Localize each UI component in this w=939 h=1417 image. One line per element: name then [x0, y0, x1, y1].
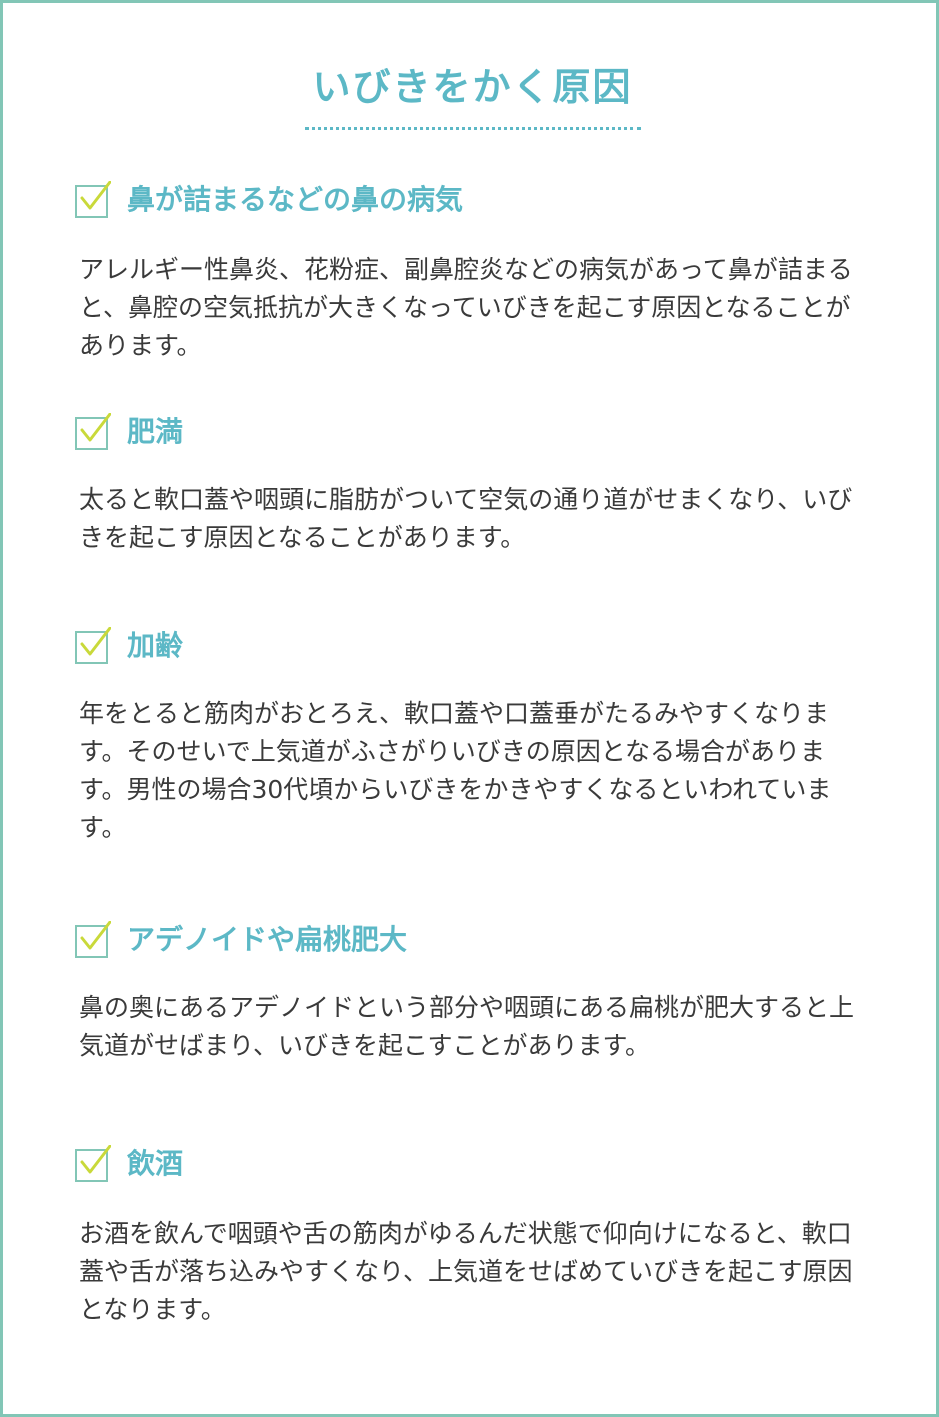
section-drinking: 飲酒 お酒を飲んで咽頭や舌の筋肉がゆるんだ状態で仰向けになると、軟口蓋や舌が落ち…: [75, 1145, 875, 1324]
checkbox-icon: [75, 181, 111, 218]
section-heading-row: 肥満: [75, 413, 875, 453]
section-nasal-disease: 鼻が詰まるなどの鼻の病気 アレルギー性鼻炎、花粉症、副鼻腔炎などの病気があって鼻…: [75, 181, 875, 360]
section-heading-row: 飲酒: [75, 1145, 875, 1185]
section-adenoid-tonsil: アデノイドや扁桃肥大 鼻の奥にあるアデノイドという部分や咽頭にある扁桃が肥大する…: [75, 921, 875, 1060]
page-title: いびきをかく原因: [312, 65, 633, 109]
section-body: 太ると軟口蓋や咽頭に脂肪がついて空気の通り道がせまくなり、いびきを起こす原因とな…: [79, 485, 853, 552]
section-obesity: 肥満 太ると軟口蓋や咽頭に脂肪がついて空気の通り道がせまくなり、いびきを起こす原…: [75, 413, 875, 552]
section-heading: 肥満: [127, 415, 184, 448]
title-dotted-underline: [305, 123, 641, 130]
section-heading: 加齢: [127, 629, 184, 662]
section-body: 鼻の奥にあるアデノイドという部分や咽頭にある扁桃が肥大すると上気道がせばまり、い…: [79, 993, 855, 1060]
checkbox-icon: [75, 413, 111, 450]
section-body: 年をとると筋肉がおとろえ、軟口蓋や口蓋垂がたるみやすくなります。そのせいで上気道…: [79, 699, 832, 842]
checkbox-icon: [75, 627, 111, 664]
section-heading-row: アデノイドや扁桃肥大: [75, 921, 875, 961]
section-body: アレルギー性鼻炎、花粉症、副鼻腔炎などの病気があって鼻が詰まると、鼻腔の空気抵抗…: [79, 255, 853, 360]
section-body: お酒を飲んで咽頭や舌の筋肉がゆるんだ状態で仰向けになると、軟口蓋や舌が落ち込みや…: [79, 1219, 853, 1324]
section-aging: 加齢 年をとると筋肉がおとろえ、軟口蓋や口蓋垂がたるみやすくなります。そのせいで…: [75, 627, 875, 842]
checkbox-icon: [75, 1145, 111, 1182]
section-heading: アデノイドや扁桃肥大: [127, 923, 408, 956]
checkbox-icon: [75, 921, 111, 958]
section-heading-row: 加齢: [75, 627, 875, 667]
section-heading: 飲酒: [127, 1147, 184, 1180]
section-heading-row: 鼻が詰まるなどの鼻の病気: [75, 181, 875, 221]
section-heading: 鼻が詰まるなどの鼻の病気: [127, 183, 464, 216]
